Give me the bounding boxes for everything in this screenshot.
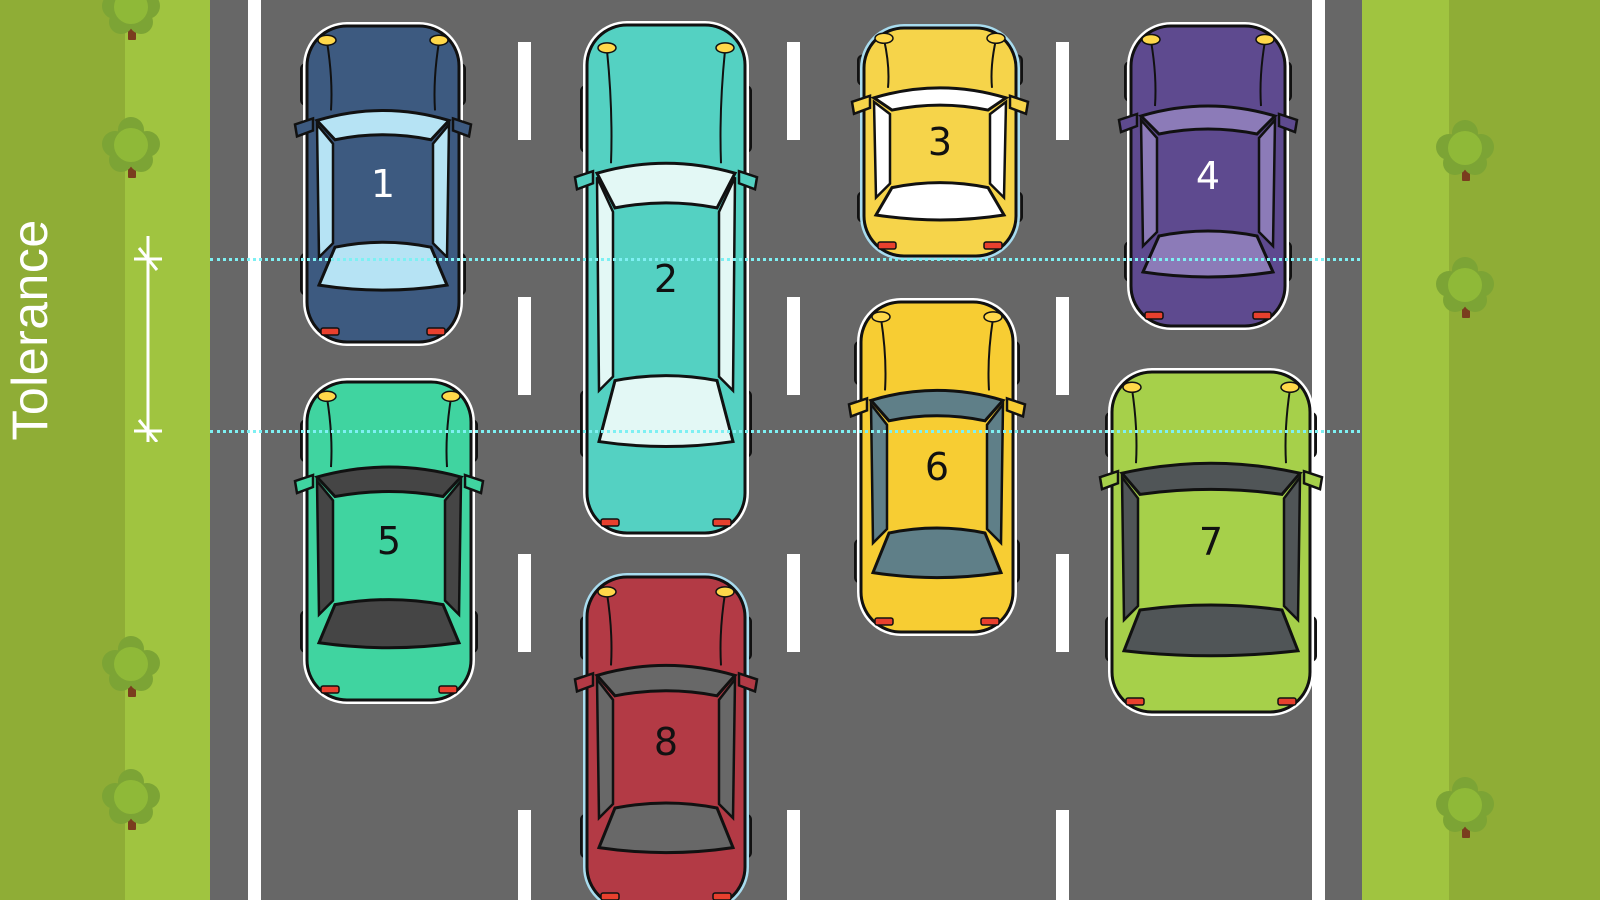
car-icon [850,24,1030,260]
tree-icon [100,768,162,834]
road-edge-line-right [1312,0,1325,900]
tolerance-range-marker-icon [134,236,162,442]
car-7: 7 [1098,368,1324,716]
tolerance-upper-line [210,258,1360,261]
grass-right-inner [1362,0,1449,900]
lane-divider-dash [518,554,531,652]
car-icon [573,21,759,537]
car-6: 6 [847,298,1027,636]
tree-icon [1434,256,1496,322]
tolerance-lower-line [210,430,1360,433]
tree-icon [100,0,162,44]
lane-divider-dash [1056,810,1069,900]
tree-icon [1434,776,1496,842]
car-icon [847,298,1027,636]
lane-divider-dash [787,297,800,395]
car-icon [573,573,759,900]
tree-icon [1434,119,1496,185]
car-4: 4 [1117,22,1299,330]
lane-divider-dash [787,810,800,900]
lane-divider-dash [518,810,531,900]
car-2: 2 [573,21,759,537]
lane-divider-dash [1056,42,1069,140]
lane-divider-dash [787,42,800,140]
lane-divider-dash [787,554,800,652]
car-icon [1117,22,1299,330]
car-icon [1098,368,1324,716]
car-3: 3 [850,24,1030,260]
car-8: 8 [573,573,759,900]
lane-divider-dash [1056,554,1069,652]
road-edge-line-left [248,0,261,900]
tolerance-label: Tolerance [2,219,58,440]
car-icon [293,378,485,704]
lane-divider-dash [1056,297,1069,395]
tree-icon [100,635,162,701]
lane-divider-dash [518,297,531,395]
car-5: 5 [293,378,485,704]
car-icon [293,22,473,346]
lane-divider-dash [518,42,531,140]
tree-icon [100,116,162,182]
tolerance-label-text: Tolerance [2,219,58,441]
car-1: 1 [293,22,473,346]
